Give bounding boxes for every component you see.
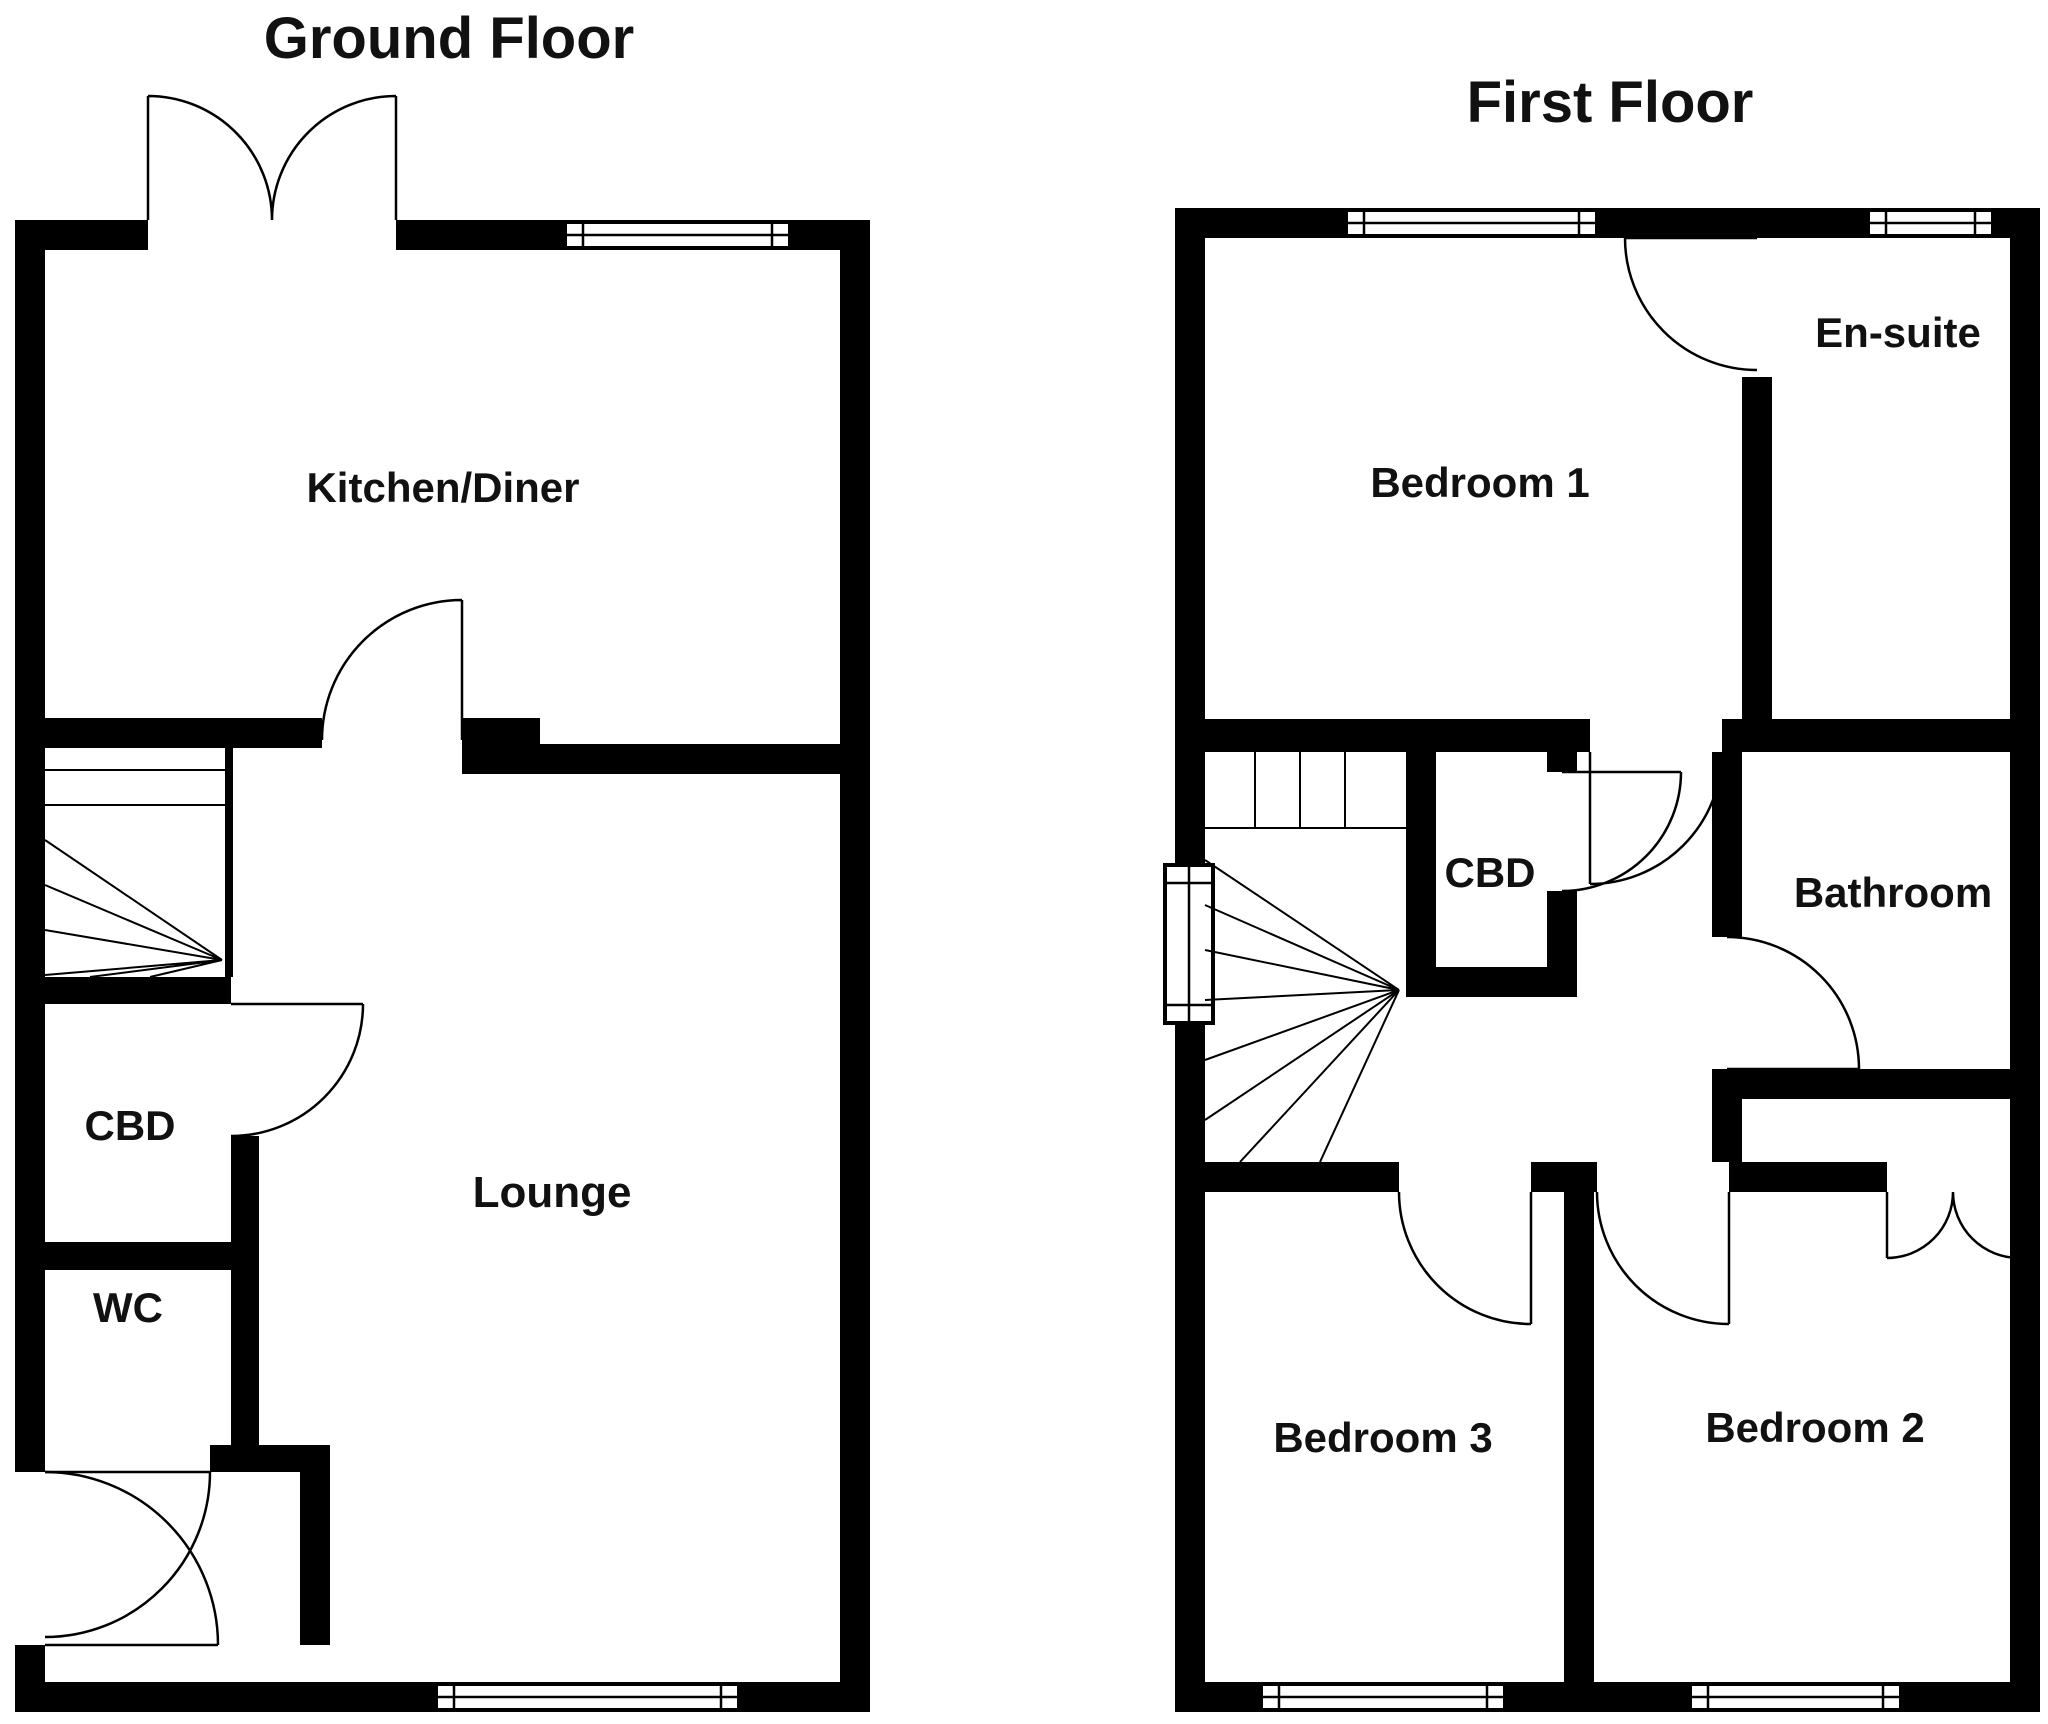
door-swing: [1561, 770, 1683, 893]
room-label-bedroom-1: Bedroom 1: [1370, 459, 1589, 506]
bedroom1-window: [1344, 208, 1599, 238]
ground-floor-stairs: [44, 769, 225, 978]
ensuite-window: [1866, 208, 1995, 238]
door-swing: [1726, 935, 1861, 1071]
bedroom3-window: [1259, 1682, 1507, 1712]
ensuite-door: [1623, 236, 1758, 372]
door-swing: [320, 598, 464, 741]
kitchen-door: [320, 598, 464, 741]
bedroom2-door: [1595, 1191, 1731, 1326]
door-swing: [1397, 1191, 1533, 1326]
first-floor-walls: [1175, 208, 2040, 1712]
room-label-wc: WC: [93, 1284, 163, 1331]
first-floor-plan: First Floor: [1163, 70, 2040, 1712]
window-glazing: [565, 222, 790, 248]
front-door: [44, 1470, 220, 1647]
first-floor-title: First Floor: [1467, 70, 1754, 135]
door-swing: [1623, 236, 1758, 372]
bathroom-door: [1726, 935, 1861, 1071]
window-glazing: [1346, 210, 1597, 236]
bedroom2-window: [1688, 1682, 1903, 1712]
door-swing: [1885, 1191, 2021, 1260]
bedroom1-door: [1588, 751, 1724, 886]
ground-floor-plan: Ground Floor: [15, 6, 870, 1712]
stair-treads: [1204, 752, 1406, 1163]
room-label-bathroom: Bathroom: [1794, 869, 1992, 916]
stair-treads: [44, 769, 225, 978]
kitchen-window: [563, 220, 792, 250]
cbd-door: [230, 1002, 365, 1138]
door-swing: [44, 1470, 220, 1647]
wc-door: [44, 1470, 212, 1639]
room-label-cbd-ground: CBD: [85, 1102, 176, 1149]
ground-floor-title: Ground Floor: [264, 6, 635, 71]
door-swing: [44, 1470, 212, 1639]
window-glazing: [1165, 865, 1213, 1023]
window-glazing: [1868, 210, 1993, 236]
entrance-double-door: [146, 94, 398, 221]
bedroom3-door: [1397, 1191, 1533, 1326]
room-label-lounge: Lounge: [473, 1168, 632, 1217]
room-label-bedroom-2: Bedroom 2: [1705, 1404, 1924, 1451]
room-label-en-suite: En-suite: [1815, 309, 1981, 356]
door-swing: [230, 1002, 365, 1138]
cbd-door-first: [1561, 770, 1683, 893]
bedroom2-wardrobe-doors: [1885, 1191, 2021, 1260]
first-floor-stairs: [1204, 752, 1406, 1163]
landing-window: [1163, 863, 1215, 1025]
lounge-window: [434, 1682, 741, 1712]
room-label-cbd-first: CBD: [1445, 849, 1536, 896]
window-glazing: [436, 1684, 739, 1710]
window-glazing: [1690, 1684, 1901, 1710]
window-glazing: [1261, 1684, 1505, 1710]
room-label-bedroom-3: Bedroom 3: [1273, 1414, 1492, 1461]
door-swing: [1588, 751, 1724, 886]
room-label-kitchen-diner: Kitchen/Diner: [306, 464, 579, 511]
door-swing: [1595, 1191, 1731, 1326]
door-swing: [146, 94, 398, 221]
